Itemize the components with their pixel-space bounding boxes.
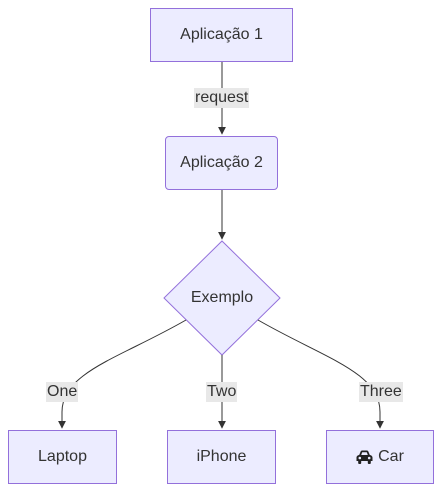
edge-label-request: request — [194, 88, 250, 108]
node-laptop-label: Laptop — [38, 448, 87, 465]
node-exemplo-label: Exemplo — [190, 289, 254, 306]
edge-decision-to-laptop — [58, 319, 187, 429]
node-aplicacao-2-label: Aplicação 2 — [180, 154, 263, 171]
node-aplicacao-1-label: Aplicação 1 — [180, 26, 263, 43]
node-iphone-label: iPhone — [196, 448, 247, 465]
node-laptop[interactable]: Laptop — [8, 430, 117, 484]
car-icon — [356, 450, 373, 464]
node-aplicacao-1[interactable]: Aplicação 1 — [150, 8, 293, 62]
node-iphone[interactable]: iPhone — [167, 430, 276, 484]
node-car[interactable]: Car — [326, 430, 434, 484]
edge-label-two: Two — [206, 382, 238, 402]
edge-label-one: One — [46, 382, 79, 402]
node-aplicacao-2[interactable]: Aplicação 2 — [165, 136, 278, 190]
edge-decision-to-car — [257, 319, 384, 429]
edge-label-three: Three — [359, 382, 403, 402]
node-car-label: Car — [378, 448, 404, 465]
